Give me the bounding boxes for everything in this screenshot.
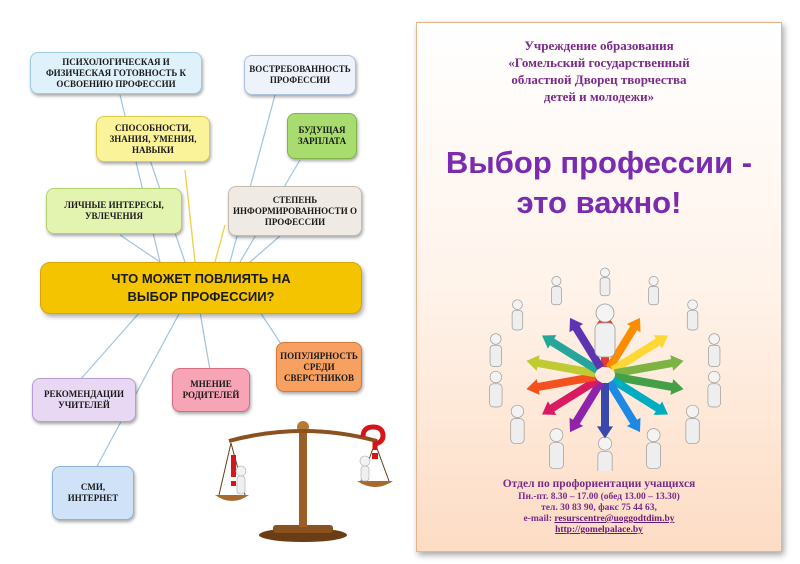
contacts-block: Отдел по профориентации учащихся Пн.-пт.… [417,477,781,536]
person-figure [511,299,524,331]
arrow-shape [605,317,641,370]
factor-parents-line2: РОДИТЕЛЕЙ [182,390,240,400]
factor-popularity-line2: СРЕДИ [303,361,335,372]
person-figure [686,299,699,331]
flyer-panel: Учреждение образования «Гомельский госуд… [416,22,782,552]
person-figure [599,267,611,297]
factor-awareness-line2: ИНФОРМИРОВАННОСТИ О [233,205,357,216]
people-arrows-illustration [489,267,721,471]
arrow-shape [526,355,596,378]
person-figure [648,276,659,306]
person-figure [549,428,564,470]
factor-media-line1: СМИ, [80,482,106,492]
email-link[interactable]: resurscentre@uoggodtdim.by [554,514,675,524]
factor-parents-opinion: МНЕНИЕ РОДИТЕЛЕЙ [172,368,250,412]
balance-scales-illustration [215,421,393,542]
person-figure [489,370,503,408]
institution-line4: детей и молодежи» [543,89,655,104]
factor-awareness-line1: СТЕПЕНЬ [272,194,318,205]
arrow-shape [614,355,684,378]
factor-interests-line1: ЛИЧНЫЕ ИНТЕРЕСЫ, [64,200,164,210]
factor-psychological-readiness: ПСИХОЛОГИЧЕСКАЯ И ФИЗИЧЕСКАЯ ГОТОВНОСТЬ … [30,52,202,94]
arrow-shape [610,335,668,374]
people-ring [489,267,721,471]
factor-personal-interests: ЛИЧНЫЕ ИНТЕРЕСЫ, УВЛЕЧЕНИЯ [46,188,182,234]
arrow-shape [569,380,605,433]
factor-awareness-line3: ПРОФЕССИИ [264,216,326,227]
arrow-shape [542,376,600,415]
person-figure [489,333,502,367]
factor-psychological-line1: ПСИХОЛОГИЧЕСКАЯ И [62,56,170,67]
factor-peer-popularity: ПОПУЛЯРНОСТЬ СРЕДИ СВЕРСТНИКОВ [276,342,362,392]
factor-teachers-line1: РЕКОМЕНДАЦИИ [44,389,124,399]
factor-psychological-line3: ОСВОЕНИЮ ПРОФЕССИИ [56,78,176,89]
factor-teachers-line2: УЧИТЕЛЕЙ [58,400,110,410]
person-figure [597,436,613,471]
person-figure [646,428,661,470]
department-name: Отдел по профориентации учащихся [502,478,696,490]
factor-teacher-recommendations: РЕКОМЕНДАЦИИ УЧИТЕЛЕЙ [32,378,136,422]
arrow-shape [542,335,600,374]
website-link[interactable]: http://gomelpalace.by [555,525,643,535]
mindmap-panel: ПСИХОЛОГИЧЕСКАЯ И ФИЗИЧЕСКАЯ ГОТОВНОСТЬ … [30,52,393,542]
factor-psychological-line2: ФИЗИЧЕСКАЯ ГОТОВНОСТЬ К [45,67,187,78]
factor-parents-line1: МНЕНИЕ [190,379,232,389]
person-figure [551,276,562,306]
factor-demand-line2: ПРОФЕССИИ [269,75,331,85]
email-label: e-mail: [523,514,553,524]
person-figure [685,404,700,444]
flyer-title-line1: Выбор профессии - [445,145,753,180]
institution-name: Учреждение образования «Гомельский госуд… [417,37,781,105]
factor-profession-demand: ВОСТРЕБОВАННОСТЬ ПРОФЕССИИ [244,55,356,95]
central-question-line1: ЧТО МОЖЕТ ПОВЛИЯТЬ НА [111,271,291,286]
factor-demand-line1: ВОСТРЕБОВАННОСТЬ [249,64,351,74]
person-figure [510,404,525,444]
phone-fax: тел. 30 83 90, факс 75 44 63, [541,503,657,513]
arrow-shape [569,317,605,370]
central-question: ЧТО МОЖЕТ ПОВЛИЯТЬ НА ВЫБОР ПРОФЕССИИ? [40,262,362,314]
factor-abilities-line1: СПОСОБНОСТИ, [115,122,191,133]
institution-line3: областной Дворец творчества [511,72,687,87]
arrow-shape [614,372,684,395]
factor-salary-line1: БУДУЩАЯ [298,125,346,135]
factor-abilities-line2: ЗНАНИЯ, УМЕНИЯ, [109,133,197,144]
arrow-shape [597,383,613,439]
institution-line2: «Гомельский государственный [508,55,690,70]
factor-media-internet: СМИ, ИНТЕРНЕТ [52,466,134,520]
person-figure [708,333,721,367]
working-hours: Пн.-пт. 8.30 – 17.00 (обед 13.00 – 13.30… [518,492,680,502]
arrow-shape [605,380,641,433]
factor-salary-line2: ЗАРПЛАТА [297,136,347,146]
center-figure [594,303,616,358]
factor-popularity-line1: ПОПУЛЯРНОСТЬ [280,350,358,361]
arrow-shape [610,376,668,415]
factor-popularity-line3: СВЕРСТНИКОВ [284,372,354,383]
flyer-title-line2: это важно! [516,185,682,220]
email-row: e-mail: resurscentre@uoggodtdim.by [417,514,781,525]
factor-abilities-line3: НАВЫКИ [132,144,174,155]
central-question-line2: ВЫБОР ПРОФЕССИИ? [127,289,275,304]
colored-arrows [526,311,684,439]
factor-future-salary: БУДУЩАЯ ЗАРПЛАТА [287,113,357,159]
institution-line1: Учреждение образования [524,38,674,53]
factor-awareness: СТЕПЕНЬ ИНФОРМИРОВАННОСТИ О ПРОФЕССИИ [228,186,362,236]
person-figure [707,370,721,408]
arrow-shape [526,372,596,395]
factor-interests-line2: УВЛЕЧЕНИЯ [84,211,144,221]
factor-media-line2: ИНТЕРНЕТ [67,493,119,503]
flyer-title: Выбор профессии - это важно! [417,143,781,223]
factor-abilities: СПОСОБНОСТИ, ЗНАНИЯ, УМЕНИЯ, НАВЫКИ [96,116,210,162]
